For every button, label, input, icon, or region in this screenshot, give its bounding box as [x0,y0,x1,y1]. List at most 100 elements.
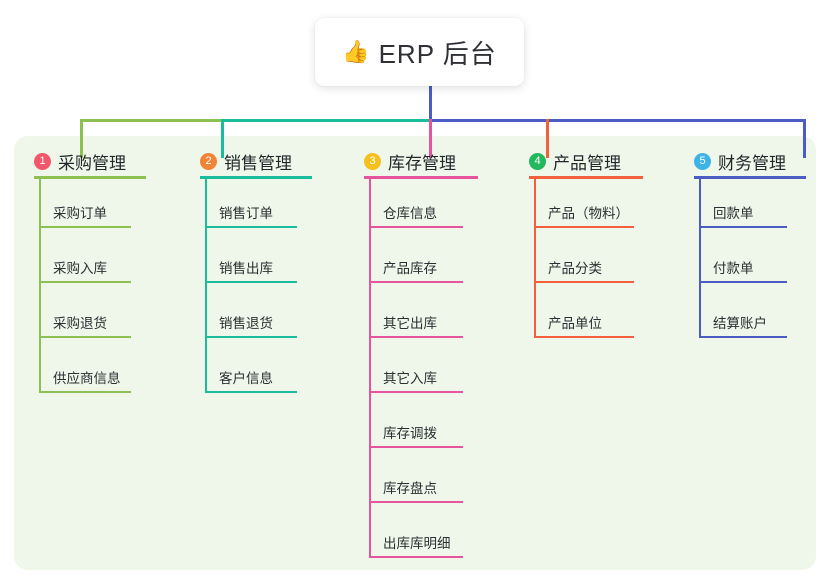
column-5: 5 财务管理回款单付款单结算账户 [694,146,816,338]
menu-item-label: 付款单 [713,261,754,276]
menu-item-rule [369,446,463,448]
column-header-rule-4 [529,176,643,179]
menu-item-label: 客户信息 [219,371,273,386]
menu-item-rule [369,501,463,503]
column-title-2: 销售管理 [224,153,292,173]
drop-inventory [429,119,432,158]
menu-item[interactable]: 客户信息 [205,351,297,393]
menu-item[interactable]: 库存盘点 [369,461,463,503]
menu-item[interactable]: 产品分类 [534,241,634,283]
column-title-1: 采购管理 [58,153,126,173]
root-node-content: 👍 ERP 后台 [342,34,497,71]
menu-item-rule [39,226,131,228]
menu-item[interactable]: 其它出库 [369,296,463,338]
menu-item-label: 仓库信息 [383,206,437,221]
menu-item-rule [205,281,297,283]
menu-item[interactable]: 产品库存 [369,241,463,283]
drop-product [546,119,549,158]
column-header-4[interactable]: 4 产品管理 [529,146,653,176]
column-spine-1 [39,178,41,393]
menu-item-rule [369,391,463,393]
column-title-5: 财务管理 [718,153,786,173]
column-spine-5 [699,178,701,338]
menu-item[interactable]: 销售订单 [205,186,297,228]
drop-purchasing [80,119,83,158]
column-header-rule-1 [34,176,146,179]
menu-item-label: 库存盘点 [383,481,437,496]
column-badge-3: 3 [364,152,381,170]
menu-item-label: 产品（物料） [548,206,629,221]
column-4: 4 产品管理产品（物料） 产品分类产品单位 [529,146,653,338]
column-spine-3 [369,178,371,558]
column-badge-2: 2 [200,152,217,170]
menu-item-rule [369,281,463,283]
menu-item-rule [205,336,297,338]
column-header-5[interactable]: 5 财务管理 [694,146,816,176]
column-header-1[interactable]: 1 采购管理 [34,146,156,176]
menu-item[interactable]: 产品（物料） [534,186,634,228]
drop-sales [221,119,224,158]
menu-item-rule [534,336,634,338]
column-header-rule-5 [694,176,806,179]
menu-item-label: 其它出库 [383,316,437,331]
column-badge-4: 4 [529,152,546,170]
column-header-rule-3 [364,176,478,179]
segment-blue [430,119,805,122]
menu-item[interactable]: 销售退货 [205,296,297,338]
menu-item-label: 回款单 [713,206,754,221]
menu-item[interactable]: 库存调拨 [369,406,463,448]
menu-item[interactable]: 采购退货 [39,296,131,338]
menu-item-rule [534,281,634,283]
menu-item-rule [39,281,131,283]
menu-item-label: 采购退货 [53,316,107,331]
menu-item-rule [369,226,463,228]
column-spine-2 [205,178,207,393]
menu-item-rule [699,281,787,283]
column-badge-1: 1 [34,152,51,170]
menu-item-label: 采购入库 [53,261,107,276]
menu-item-label: 产品库存 [383,261,437,276]
column-1: 1 采购管理采购订单采购入库采购退货供应商信息 [34,146,156,393]
menu-item[interactable]: 其它入库 [369,351,463,393]
column-title-4: 产品管理 [553,153,621,173]
column-badge-5: 5 [694,152,711,170]
menu-item[interactable]: 采购入库 [39,241,131,283]
menu-item-label: 产品单位 [548,316,602,331]
menu-item-rule [699,226,787,228]
menu-item-label: 销售订单 [219,206,273,221]
menu-item-label: 销售出库 [219,261,273,276]
menu-item[interactable]: 出库库明细 [369,516,463,558]
menu-item[interactable]: 产品单位 [534,296,634,338]
menu-item[interactable]: 结算账户 [699,296,787,338]
root-node-title: ERP 后台 [378,38,497,69]
column-spine-4 [534,178,536,338]
menu-item[interactable]: 供应商信息 [39,351,131,393]
column-2: 2 销售管理销售订单销售出库销售退货客户信息 [200,146,322,393]
segment-teal [221,119,430,122]
root-node-card[interactable]: 👍 ERP 后台 [315,18,524,86]
menu-item-label: 结算账户 [713,316,767,331]
menu-item-rule [534,226,634,228]
menu-item-label: 采购订单 [53,206,107,221]
menu-item-rule [205,391,297,393]
menu-item[interactable]: 回款单 [699,186,787,228]
menu-item-rule [699,336,787,338]
menu-item-label: 供应商信息 [53,371,121,386]
menu-item[interactable]: 销售出库 [205,241,297,283]
thumbs-up-icon: 👍 [342,39,370,64]
column-header-2[interactable]: 2 销售管理 [200,146,322,176]
menu-item-rule [39,336,131,338]
menu-item[interactable]: 仓库信息 [369,186,463,228]
drop-finance [803,119,806,158]
connector-title-vertical [429,86,432,120]
menu-item-rule [369,556,463,558]
menu-item[interactable]: 付款单 [699,241,787,283]
menu-item-label: 出库库明细 [383,536,451,551]
menu-item-label: 其它入库 [383,371,437,386]
menu-item-rule [369,336,463,338]
diagram-background-panel [14,136,816,570]
menu-item[interactable]: 采购订单 [39,186,131,228]
